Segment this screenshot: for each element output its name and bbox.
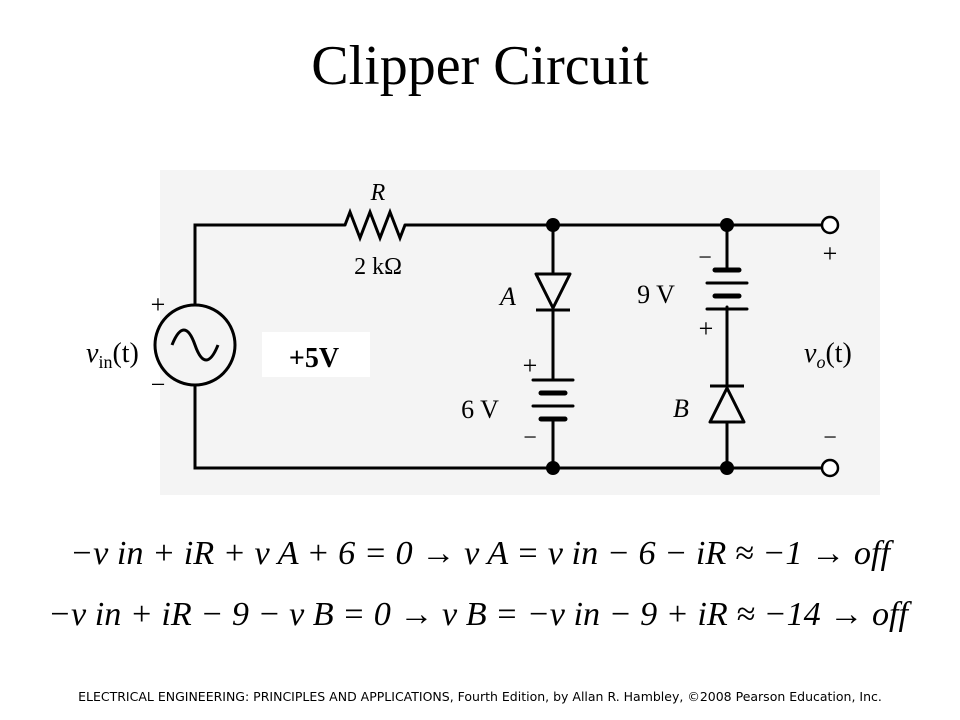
battery-9v-label: 9 V	[637, 280, 675, 309]
battery-6v-plus-sign: +	[523, 351, 538, 380]
wire-left-top	[193, 223, 347, 307]
wire-bottom	[193, 383, 824, 470]
node-voltage-annotation: +5V	[289, 343, 339, 374]
diode-b-symbol	[708, 386, 746, 424]
annotation-box	[262, 332, 370, 377]
junction-dot-a-bottom	[546, 461, 560, 475]
equation-diode-a: −v in + iR + v A + 6 = 0 → v A = v in − …	[0, 524, 960, 589]
battery-9v-symbol	[705, 267, 749, 311]
output-plus-sign: +	[823, 239, 838, 268]
clipper-circuit-diagram: R 2 kΩ + − vin(t) +5V A + − 6 V − + 9 V	[86, 170, 880, 495]
wires	[193, 223, 824, 470]
equation-diode-a-graphic: −v in + iR + v A + 6 = 0 → v A = v in − …	[70, 535, 895, 572]
source-plus-sign: +	[151, 290, 166, 319]
resistor-name: R	[370, 180, 386, 206]
battery-9v-minus-sign: −	[698, 245, 712, 271]
equation-diode-a-text: −v in + iR + v A + 6 = 0 → v A = v in − …	[70, 535, 895, 572]
junction-dot-b-bottom	[720, 461, 734, 475]
resistor-value: 2 kΩ	[354, 254, 402, 280]
output-terminal-bottom	[820, 458, 840, 478]
slide-title: Clipper Circuit	[311, 35, 649, 97]
resistor-symbol	[343, 207, 407, 243]
diode-a-label: A	[498, 282, 516, 311]
output-minus-sign: −	[823, 425, 837, 451]
source-minus-sign: −	[151, 370, 166, 399]
equation-diode-b-graphic: −v in + iR − 9 − v B = 0 → v B = −v in −…	[48, 596, 913, 633]
junction-dot-a-top	[546, 218, 560, 232]
copyright-footer: ELECTRICAL ENGINEERING: PRINCIPLES AND A…	[78, 689, 882, 704]
output-label: vo(t)	[804, 338, 852, 372]
junction-dot-b-top	[720, 218, 734, 232]
diode-b-label: B	[673, 394, 689, 423]
battery-9v-plus-sign: +	[699, 314, 714, 343]
junction-dots	[546, 218, 734, 475]
battery-6v-label: 6 V	[461, 395, 499, 424]
equation-diode-b: −v in + iR − 9 − v B = 0 → v B = −v in −…	[0, 585, 960, 650]
output-terminal-top	[820, 215, 840, 235]
battery-6v-symbol	[531, 378, 575, 422]
sine-wave-icon	[170, 328, 220, 362]
equation-diode-b-text: −v in + iR − 9 − v B = 0 → v B = −v in −…	[48, 596, 913, 633]
source-label: vin(t)	[86, 338, 139, 372]
battery-6v-minus-sign: −	[523, 425, 537, 451]
diode-a-symbol	[534, 272, 572, 310]
